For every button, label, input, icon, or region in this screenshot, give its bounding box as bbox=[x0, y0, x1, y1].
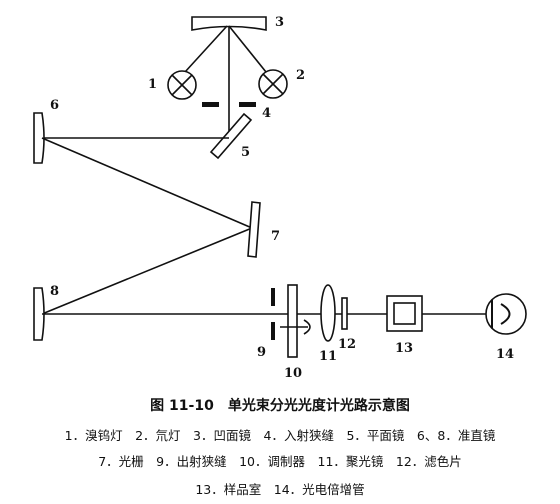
label-8: 8 bbox=[50, 284, 59, 299]
concave-mirror-3 bbox=[191, 16, 267, 31]
ray-collimator6-grating7 bbox=[41, 137, 253, 229]
label-9: 9 bbox=[257, 345, 266, 360]
legend-line-2: 7．光栅 9．出射狭缝 10．调制器 11．聚光镜 12．滤色片 bbox=[98, 454, 462, 469]
exit-slit-9b bbox=[271, 322, 275, 340]
label-3: 3 bbox=[275, 15, 284, 30]
modulator-10 bbox=[287, 284, 298, 358]
label-11: 11 bbox=[319, 349, 337, 364]
label-13: 13 bbox=[395, 341, 413, 356]
label-5: 5 bbox=[241, 145, 250, 160]
label-12: 12 bbox=[338, 337, 356, 352]
filter-12 bbox=[341, 297, 348, 330]
modulator-rotation-arrow bbox=[303, 319, 311, 335]
exit-slit-9 bbox=[271, 288, 275, 306]
tungsten-lamp-1 bbox=[167, 70, 197, 100]
label-10: 10 bbox=[284, 366, 302, 381]
legend-line-1: 1．溴钨灯 2．氘灯 3．凹面镜 4．入射狭缝 5．平面镜 6、8．准直镜 bbox=[64, 428, 496, 443]
collimator-mirror-8 bbox=[33, 287, 45, 341]
sample-chamber-13-inner bbox=[393, 302, 416, 325]
label-14: 14 bbox=[496, 347, 514, 362]
ray-mirror3-lamp1 bbox=[184, 25, 228, 73]
ray-mirror3-lamp2 bbox=[228, 25, 267, 73]
plane-mirror-5 bbox=[209, 112, 253, 160]
grating-7 bbox=[247, 201, 261, 258]
label-4: 4 bbox=[262, 106, 271, 121]
deuterium-lamp-2 bbox=[258, 69, 288, 99]
label-1: 1 bbox=[148, 77, 157, 92]
legend-line-3: 13．样品室 14．光电倍增管 bbox=[195, 482, 365, 497]
entrance-slit-4 bbox=[202, 102, 219, 107]
condenser-lens-11 bbox=[320, 284, 336, 342]
figure-title: 图 11-10 单光束分光光度计光路示意图 bbox=[150, 398, 410, 414]
label-2: 2 bbox=[296, 68, 305, 83]
ray-grating7-collimator8 bbox=[41, 227, 253, 315]
label-7: 7 bbox=[271, 229, 280, 244]
photomultiplier-tube-14 bbox=[485, 293, 527, 335]
collimator-mirror-6 bbox=[33, 112, 45, 164]
label-6: 6 bbox=[50, 98, 59, 113]
entrance-slit-4b bbox=[239, 102, 256, 107]
